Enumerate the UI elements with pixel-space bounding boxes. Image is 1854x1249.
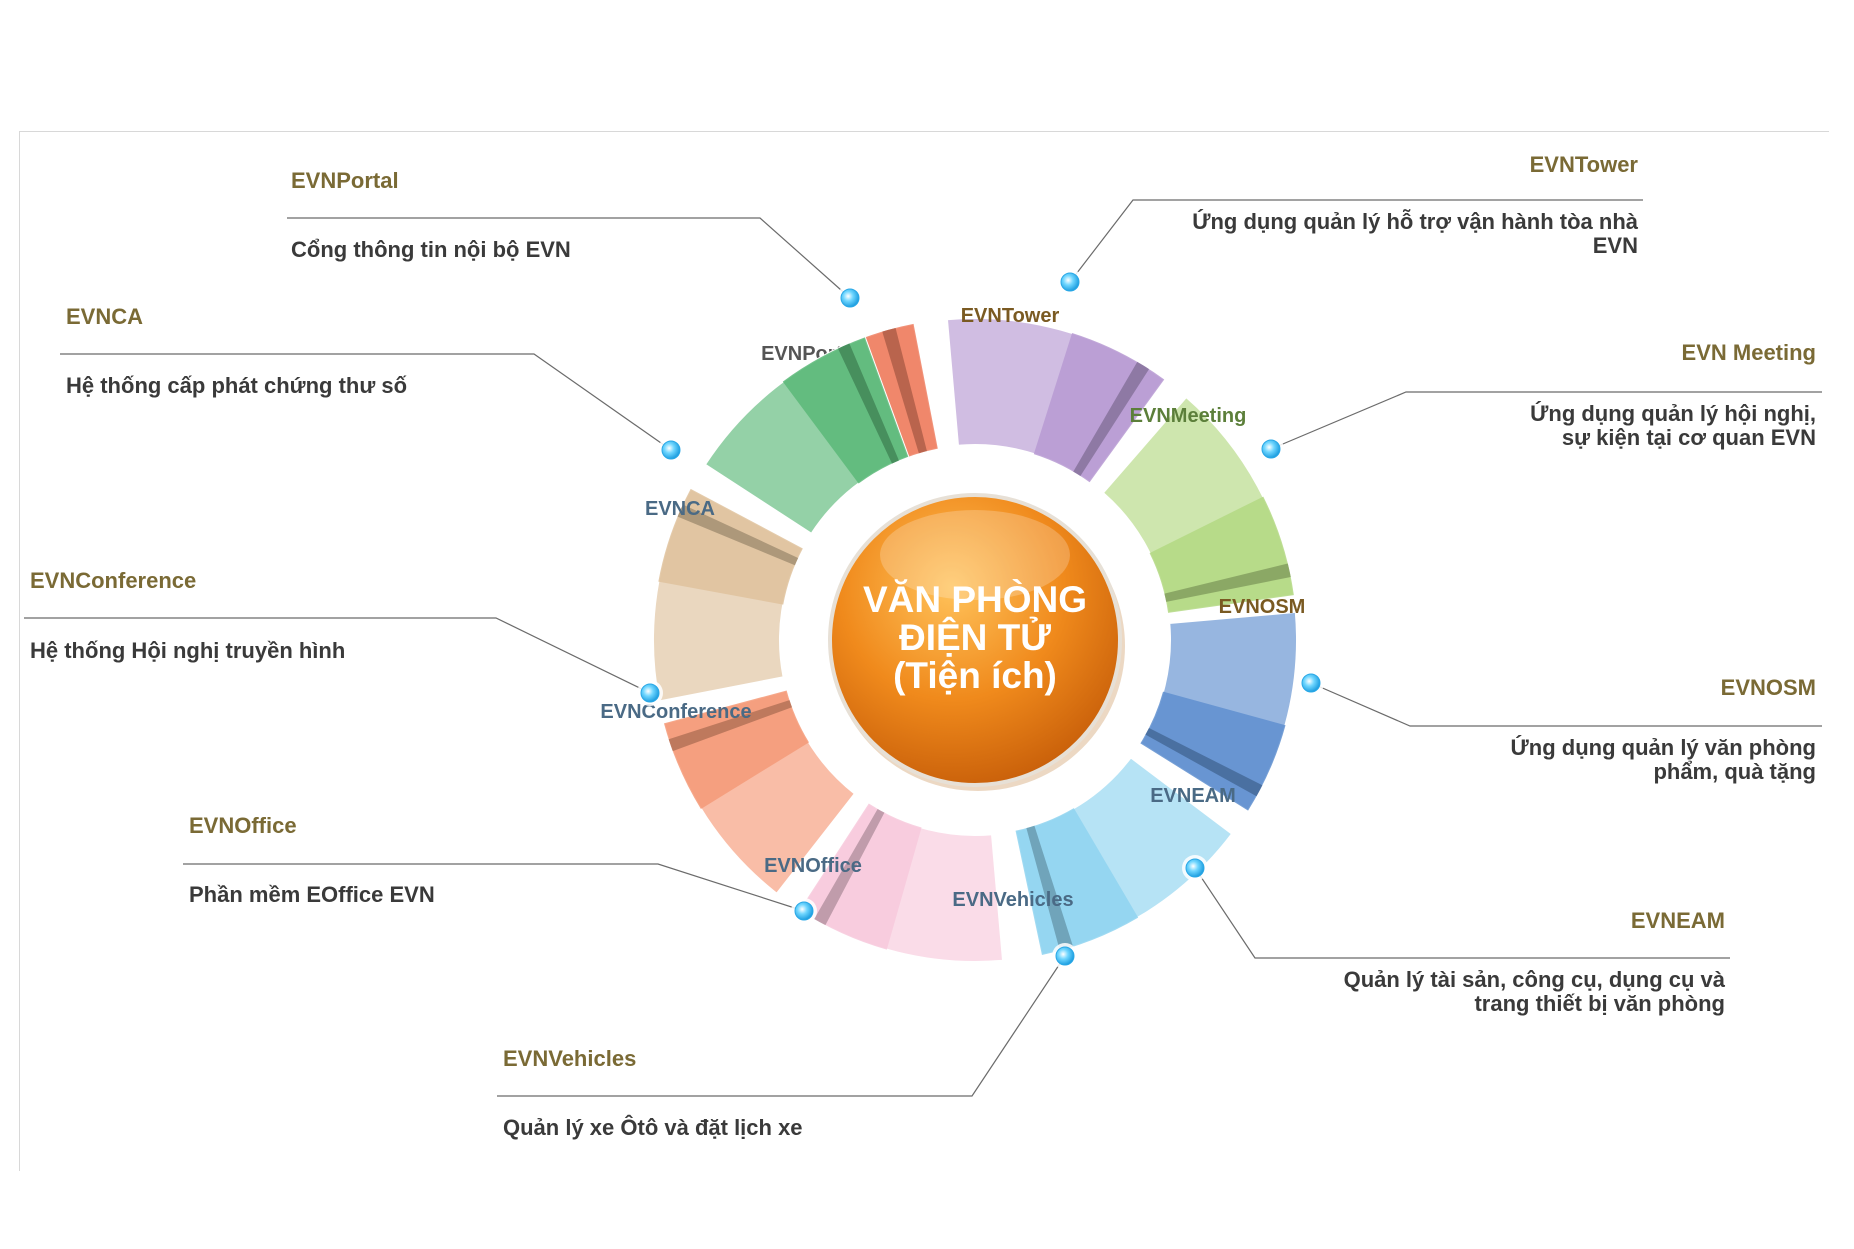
segment-evnosm-stripe xyxy=(1145,727,1263,797)
segment-evntower-stripe xyxy=(1073,361,1150,476)
frame-top-border xyxy=(19,131,1829,132)
segment-evneam-stripe xyxy=(1026,825,1074,951)
connector-dot-evnoffice xyxy=(791,898,817,924)
leader-line-evnconference xyxy=(24,617,651,694)
callout-evntower-title: EVNTower xyxy=(1529,152,1638,177)
segment-evnmeeting-label: EVNMeeting xyxy=(1130,405,1247,427)
callout-evneam-description-line: Quản lý tài sản, công cụ, dụng cụ và xyxy=(1343,967,1725,992)
segment-evnvehicles-stripe xyxy=(814,808,885,926)
segment-evnconference-label: EVNConference xyxy=(600,701,751,723)
leader-line-evnvehicles xyxy=(497,955,1066,1097)
segment-evnca[interactable]: EVNCA xyxy=(645,336,910,536)
callout-evnca-description: Hệ thống cấp phát chứng thư số xyxy=(66,374,486,398)
segment-evnca-accent xyxy=(782,337,909,484)
connector-dot-evnmeeting xyxy=(1258,436,1284,462)
segment-evnosm[interactable]: EVNOSM xyxy=(1138,596,1306,813)
callout-evnmeeting-description: Ứng dụng quản lý hội nghị,sự kiện tại cơ… xyxy=(1316,402,1816,450)
connector-dot-evneam xyxy=(1182,855,1208,881)
center-title-line-3: (Tiện ích) xyxy=(893,655,1057,696)
leader-line-evnca xyxy=(60,353,672,451)
callout-evneam-title: EVNEAM xyxy=(1630,908,1725,933)
callout-evnvehicles-description: Quản lý xe Ôtô và đặt lịch xe xyxy=(503,1116,923,1140)
segment-evneam-label: EVNEAM xyxy=(1150,785,1236,807)
segment-evnvehicles-label: EVNVehicles xyxy=(952,889,1073,911)
callout-evnosm-title: EVNOSM xyxy=(1720,675,1816,700)
segment-evnmeeting[interactable]: EVNMeeting xyxy=(1101,395,1295,614)
segment-evnosm-label: EVNOSM xyxy=(1219,596,1306,618)
callout-evnmeeting-description-line: sự kiện tại cơ quan EVN xyxy=(1561,425,1816,450)
callout-evntower-description-line: EVN xyxy=(1592,233,1638,258)
segment-evntower[interactable]: EVNTower xyxy=(945,305,1166,484)
leader-line-evneam xyxy=(1194,867,1730,959)
segment-evnvehicles[interactable]: EVNVehicles xyxy=(798,802,1074,963)
callout-evnoffice-description: Phần mềm EOffice EVN xyxy=(189,883,609,907)
connector-dot-evnconference xyxy=(637,680,663,706)
leader-line-evnportal xyxy=(287,217,851,299)
callout-evnportal-title: EVNPortal xyxy=(291,168,399,193)
callout-evnconference-description: Hệ thống Hội nghị truyền hình xyxy=(30,639,450,663)
segment-evnoffice[interactable]: EVNOffice xyxy=(662,689,862,896)
connector-dot-evnportal xyxy=(837,285,863,311)
center-title-line-1: VĂN PHÒNG xyxy=(863,578,1087,620)
segment-evnmeeting-accent xyxy=(1149,496,1294,613)
segment-evnportal-stripe xyxy=(882,327,927,454)
segment-evnconference-stripe xyxy=(677,504,799,566)
leader-line-evntower xyxy=(1069,199,1643,283)
segment-evnoffice-stripe xyxy=(668,700,792,752)
segment-evneam-accent xyxy=(1015,808,1139,955)
callout-evnvehicles-description-line: Quản lý xe Ôtô và đặt lịch xe xyxy=(503,1115,803,1140)
leader-line-evnmeeting xyxy=(1270,391,1822,450)
center-hub: VĂN PHÒNG ĐIỆN TỬ (Tiện ích) xyxy=(828,493,1125,791)
callout-evnvehicles-title: EVNVehicles xyxy=(503,1046,637,1071)
segment-evntower-accent xyxy=(1033,332,1165,483)
center-title-line-2: ĐIỆN TỬ xyxy=(899,616,1051,658)
callout-evnca-description-line: Hệ thống cấp phát chứng thư số xyxy=(66,373,408,398)
segment-evnca-stripe xyxy=(838,343,899,464)
callout-evnportal-description-line: Cổng thông tin nội bộ EVN xyxy=(291,237,571,262)
callout-evnosm-description-line: phẩm, quà tặng xyxy=(1653,759,1816,784)
connector-dot-evnca xyxy=(658,437,684,463)
center-sphere xyxy=(828,493,1122,787)
callout-evntower-description: Ứng dụng quản lý hỗ trợ vận hành tòa nhà… xyxy=(1138,210,1638,258)
segment-evneam[interactable]: EVNEAM xyxy=(1014,755,1236,957)
leader-line-evnoffice xyxy=(183,863,805,912)
leader-line-evnosm xyxy=(1310,682,1822,727)
segment-evnconference[interactable]: EVNConference xyxy=(600,487,805,723)
connector-dot-evnvehicles xyxy=(1052,943,1078,969)
center-highlight xyxy=(880,510,1070,600)
callout-evnoffice-description-line: Phần mềm EOffice EVN xyxy=(189,882,435,907)
segment-evnmeeting-stripe xyxy=(1164,563,1291,602)
segment-evnoffice-accent xyxy=(663,690,810,809)
callout-evneam-description-line: trang thiết bị văn phòng xyxy=(1474,991,1725,1016)
callout-evnportal-description: Cổng thông tin nội bộ EVN xyxy=(291,238,711,262)
connector-dot-evnosm xyxy=(1298,670,1324,696)
frame-left-border xyxy=(19,131,20,1171)
segment-evnoffice-label: EVNOffice xyxy=(764,855,862,877)
callout-evnosm-description-line: Ứng dụng quản lý văn phòng xyxy=(1510,735,1816,760)
callout-evnmeeting-description-line: Ứng dụng quản lý hội nghị, xyxy=(1530,401,1816,426)
callout-evnconference-description-line: Hệ thống Hội nghị truyền hình xyxy=(30,638,346,663)
callout-evntower-description-line: Ứng dụng quản lý hỗ trợ vận hành tòa nhà xyxy=(1192,209,1638,234)
callout-evnoffice-title: EVNOffice xyxy=(189,813,297,838)
segment-evntower-label: EVNTower xyxy=(961,305,1060,327)
segment-evnca-label: EVNCA xyxy=(645,498,715,520)
callout-evnconference-title: EVNConference xyxy=(30,568,197,593)
callout-evnmeeting-title: EVN Meeting xyxy=(1681,340,1816,365)
callout-evnca-title: EVNCA xyxy=(66,304,144,329)
connector-dot-evntower xyxy=(1057,269,1083,295)
